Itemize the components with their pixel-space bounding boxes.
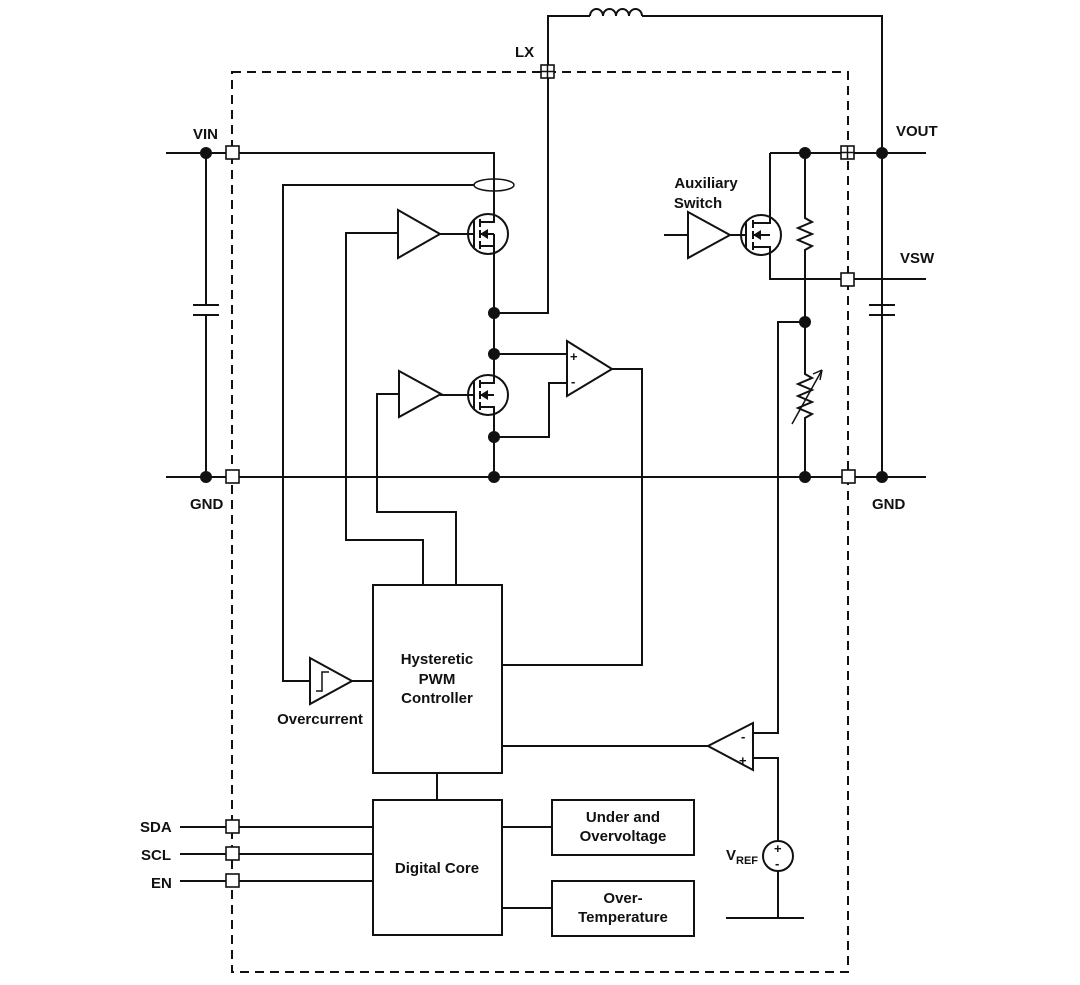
digital-core-block — [372, 799, 503, 936]
pin-gnd-left-label: GND — [190, 496, 224, 513]
pin-sda-label: SDA — [140, 819, 172, 836]
aux-driver — [687, 210, 733, 260]
svg-text:+: + — [774, 841, 782, 856]
input-capacitor — [193, 153, 219, 477]
pin-vsw-label: VSW — [900, 250, 935, 267]
feedback-divider — [752, 153, 823, 734]
svg-text:+: + — [739, 753, 747, 768]
vref-source: + - — [726, 840, 804, 919]
pin-squares — [225, 64, 856, 888]
zero-cross-comparator: + - — [494, 339, 643, 666]
chip-boundary — [231, 71, 849, 973]
uv-ov-block — [551, 799, 695, 856]
pin-scl-label: SCL — [141, 847, 171, 864]
svg-text:-: - — [775, 856, 779, 871]
lx-wire — [494, 72, 549, 314]
low-side-driver — [398, 369, 444, 419]
pin-vin-label: VIN — [193, 126, 218, 143]
pin-gnd-right-label: GND — [872, 496, 906, 513]
svg-text:-: - — [571, 374, 575, 389]
core-monitor-links — [502, 826, 552, 909]
serial-wires — [180, 826, 373, 882]
ot-label-line2: Temperature — [578, 909, 668, 926]
hs-drive-wire — [345, 232, 424, 585]
error-amplifier: - + — [502, 721, 779, 841]
current-sense-wire — [282, 184, 474, 682]
uv-label-line1: Under and — [586, 809, 660, 826]
overcurrent-label: Overcurrent — [277, 711, 363, 728]
high-side-driver — [397, 208, 443, 260]
vin-rail — [166, 152, 495, 205]
pwm-label-line3: Controller — [401, 690, 473, 707]
digital-core-label: Digital Core — [395, 860, 479, 877]
inductor — [547, 8, 883, 478]
pwm-label-line2: PWM — [419, 671, 456, 688]
vref-label: VREF — [726, 847, 758, 867]
aux-label-line1: Auxiliary — [674, 175, 738, 192]
pwm-controller-block — [372, 584, 503, 774]
svg-text:+: + — [570, 349, 578, 364]
overcurrent-comparator — [309, 656, 373, 706]
pin-vout-label: VOUT — [896, 123, 938, 140]
vsw-rail — [769, 255, 926, 280]
low-side-mosfet — [440, 370, 509, 477]
over-temp-block — [551, 880, 695, 937]
aux-mosfet — [740, 153, 782, 256]
aux-label-line2: Switch — [674, 195, 722, 212]
output-capacitor — [869, 304, 895, 316]
pin-lx-label: LX — [515, 44, 534, 61]
ls-drive-wire — [376, 393, 457, 585]
high-side-mosfet — [440, 205, 509, 313]
pin-en-label: EN — [151, 875, 172, 892]
junction-dots — [200, 147, 888, 483]
ot-label-line1: Over- — [603, 890, 642, 907]
pwm-label-line1: Hysteretic — [401, 651, 474, 668]
svg-text:-: - — [741, 729, 745, 744]
uv-label-line2: Overvoltage — [580, 828, 667, 845]
